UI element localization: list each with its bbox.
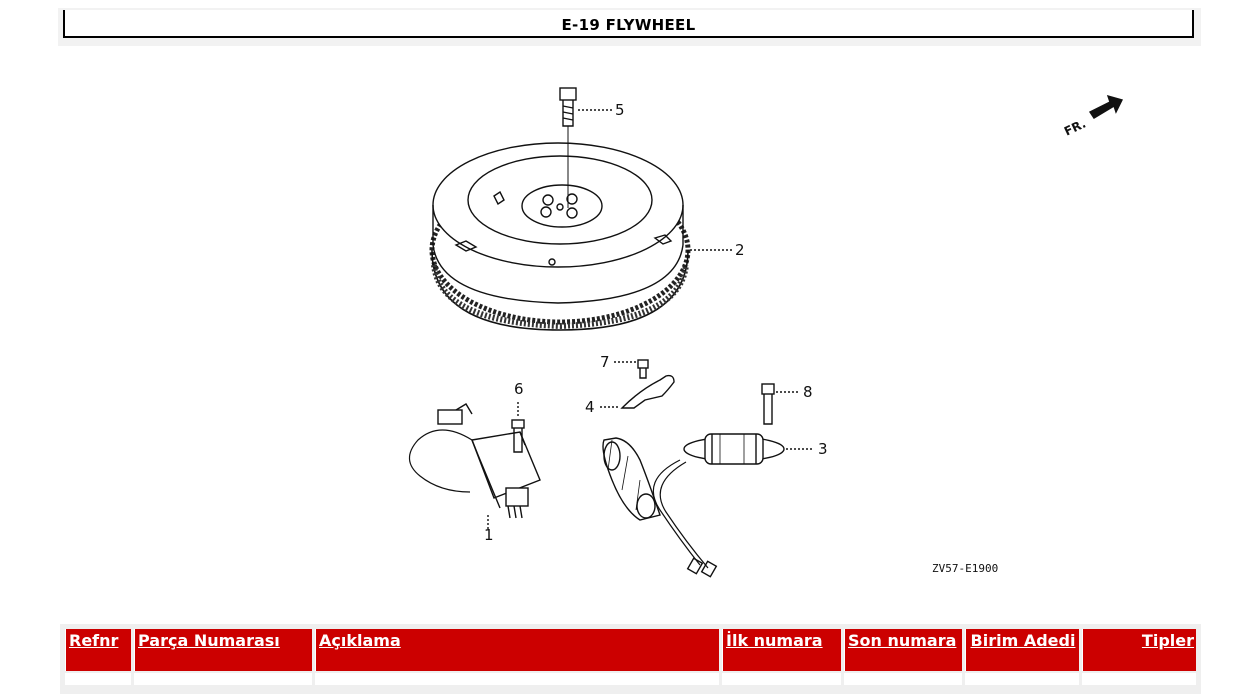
charge-coil-part[interactable] bbox=[652, 383, 812, 578]
parts-diagram: 5 2 7 4 6 8 3 1 FR. ZV57-E1900 bbox=[0, 60, 1260, 605]
column-header-first-number[interactable]: İlk numara bbox=[722, 629, 841, 671]
exploded-view-drawing: 5 2 7 4 6 8 3 1 FR. ZV57-E1900 bbox=[408, 87, 1124, 578]
column-header-refnr[interactable]: Refnr bbox=[65, 629, 131, 671]
callout-5[interactable]: 5 bbox=[615, 101, 625, 119]
column-header-description[interactable]: Açıklama bbox=[315, 629, 719, 671]
callout-4[interactable]: 4 bbox=[585, 398, 595, 416]
page-title: E-19 FLYWHEEL bbox=[561, 16, 696, 34]
front-arrow-icon bbox=[1088, 94, 1124, 119]
drawing-code: ZV57-E1900 bbox=[932, 562, 998, 575]
column-header-last-number[interactable]: Son numara bbox=[844, 629, 962, 671]
callout-6[interactable]: 6 bbox=[514, 380, 524, 398]
flywheel-part[interactable] bbox=[429, 142, 732, 331]
bracket-part[interactable] bbox=[600, 359, 675, 409]
column-header-part-number[interactable]: Parça Numarası bbox=[134, 629, 312, 671]
parts-table-wrap: Refnr Parça Numarası Açıklama İlk numara… bbox=[60, 624, 1201, 694]
ignition-coil-part[interactable] bbox=[408, 402, 541, 530]
exciter-coil-part[interactable] bbox=[602, 437, 661, 521]
callout-7[interactable]: 7 bbox=[600, 353, 610, 371]
callout-1[interactable]: 1 bbox=[484, 526, 494, 544]
front-marker-label: FR. bbox=[1062, 116, 1088, 138]
column-header-types[interactable]: Tipler bbox=[1082, 629, 1196, 671]
callout-3[interactable]: 3 bbox=[818, 440, 828, 458]
callout-8[interactable]: 8 bbox=[803, 383, 813, 401]
column-header-unit-quantity[interactable]: Birim Adedi bbox=[965, 629, 1079, 671]
bolt-part[interactable] bbox=[559, 87, 612, 208]
table-header-row: Refnr Parça Numarası Açıklama İlk numara… bbox=[65, 629, 1196, 671]
callout-2[interactable]: 2 bbox=[735, 241, 745, 259]
title-bar: E-19 FLYWHEEL bbox=[63, 10, 1194, 38]
parts-table: Refnr Parça Numarası Açıklama İlk numara… bbox=[62, 627, 1199, 687]
table-row bbox=[65, 673, 1196, 685]
